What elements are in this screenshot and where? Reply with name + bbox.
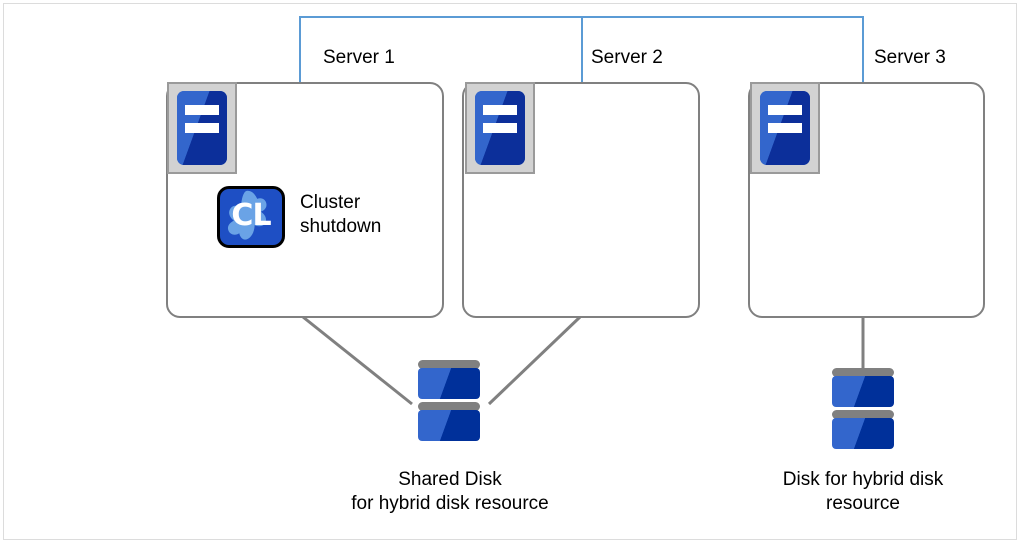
- server-label-1: Server 1: [323, 47, 395, 68]
- disk-cap: [418, 360, 480, 369]
- server-chassis-2: [475, 91, 525, 165]
- server-slot-bar: [185, 105, 219, 115]
- server-slot-bar: [483, 105, 517, 115]
- disk-cap: [832, 410, 894, 419]
- hybrid-disk-icon[interactable]: [832, 368, 894, 458]
- disk-platter: [832, 418, 894, 449]
- disk-cap: [832, 368, 894, 377]
- server-icon-3: [750, 82, 820, 174]
- disk-platter: [418, 368, 480, 399]
- link-server2-shared-disk: [487, 315, 582, 406]
- disk-platter: [418, 410, 480, 441]
- disk-platter: [832, 376, 894, 407]
- server-icon-1: [167, 82, 237, 174]
- link-server1-shared-disk: [302, 315, 413, 406]
- server-chassis-1: [177, 91, 227, 165]
- server-label-2: Server 2: [591, 47, 663, 68]
- cluster-shutdown-icon[interactable]: CL: [217, 186, 285, 248]
- server-chassis-3: [760, 91, 810, 165]
- server-slot-bar: [768, 123, 802, 133]
- interconnect-bus: [299, 16, 864, 82]
- server-slot-bar: [483, 123, 517, 133]
- server-label-3: Server 3: [874, 47, 946, 68]
- server-slot-bar: [185, 123, 219, 133]
- disk-cap: [418, 402, 480, 411]
- server-icon-2: [465, 82, 535, 174]
- shared-disk-label: Shared Disk for hybrid disk resource: [351, 469, 549, 514]
- hybrid-disk-label: Disk for hybrid disk resource: [782, 469, 944, 514]
- cluster-shutdown-icon-text: CL: [231, 198, 271, 233]
- cluster-shutdown-label: Cluster shutdown: [300, 192, 382, 237]
- server-slot-bar: [768, 105, 802, 115]
- server-box-3[interactable]: [748, 82, 985, 318]
- shared-disk-icon[interactable]: [418, 360, 480, 450]
- cluster-splash-shape: [227, 190, 267, 240]
